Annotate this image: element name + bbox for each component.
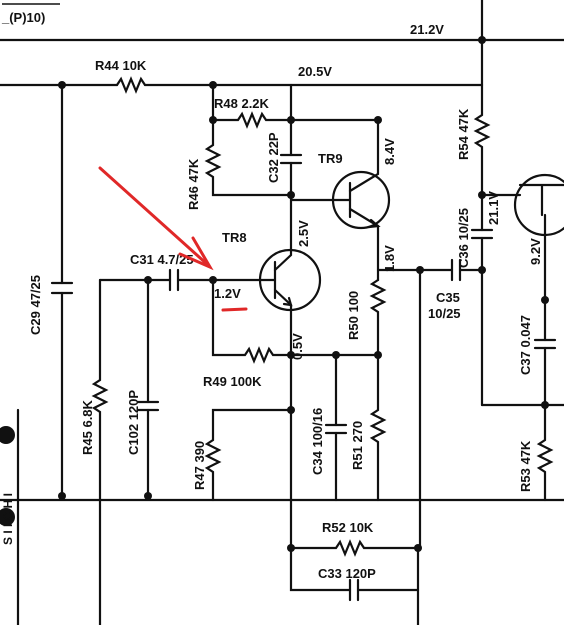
- r52-resistor: [289, 539, 420, 557]
- c102-ground-node: [144, 492, 152, 500]
- c35-label-a: C35: [436, 290, 460, 305]
- c33-label: C33 120P: [318, 566, 376, 581]
- c31-capacitor: [168, 268, 180, 292]
- tr9-collector-wire: [348, 118, 380, 193]
- c36-label: C36 10/25: [456, 208, 471, 268]
- c102-capacitor: [136, 400, 160, 412]
- r46-label: R46 47K: [186, 158, 201, 210]
- c32-label: C32 22P: [266, 132, 281, 183]
- tr9-emitter-voltage: 1.8V: [382, 245, 397, 272]
- c29-ground-node: [58, 492, 66, 500]
- c34-label: C34 100/16: [310, 408, 325, 475]
- r52-left-node: [287, 544, 295, 552]
- c35-right-node: [478, 266, 486, 274]
- r48-resistor: [211, 111, 293, 129]
- left-connector-top: [0, 426, 15, 444]
- tr8-collector-node: [287, 191, 295, 199]
- header-label: _(P)10): [1, 10, 45, 25]
- annotation-arrowhead: [178, 236, 214, 271]
- r49-label: R49 100K: [203, 374, 262, 389]
- c29-label: C29 47/25: [28, 275, 43, 335]
- r47-label: R47 390: [192, 441, 207, 490]
- r54-resistor: [473, 83, 491, 197]
- c29-capacitor: [50, 281, 74, 295]
- r44-resistor: [115, 76, 147, 94]
- r51-label: R51 270: [350, 421, 365, 470]
- tr8-base-voltage: 1.2V: [214, 286, 241, 301]
- rail-21v-label: 21.2V: [410, 22, 444, 37]
- c34-capacitor: [324, 423, 348, 435]
- r46-resistor: [204, 118, 293, 197]
- tr9-emitter-wire: [348, 207, 380, 282]
- c36-capacitor: [470, 228, 494, 240]
- r49-resistor: [211, 278, 293, 364]
- right-transistor-gate: [518, 183, 564, 217]
- r53-label: R53 47K: [518, 440, 533, 492]
- c37-capacitor: [533, 338, 557, 350]
- r52-label: R52 10K: [322, 520, 374, 535]
- c36-node-voltage: 21.1V: [486, 191, 501, 225]
- r45-label: R45 6.8K: [80, 399, 95, 455]
- c37-label: C37 0.047: [518, 315, 533, 375]
- c32-capacitor: [279, 153, 303, 165]
- r53-resistor: [536, 403, 554, 502]
- left-connector-bottom: [0, 508, 15, 526]
- c33-wires: [289, 546, 420, 592]
- side-text: S I I C H I: [1, 493, 15, 545]
- r48-label: R48 2.2K: [214, 96, 270, 111]
- tr8-label: TR8: [222, 230, 247, 245]
- tr8-emitter-arrow: [282, 296, 293, 307]
- right-transistor-voltage: 9.2V: [528, 238, 543, 265]
- annotation-underline: [221, 307, 248, 312]
- r45-resistor: [91, 278, 109, 625]
- r54-label: R54 47K: [456, 108, 471, 160]
- tr9-collector-voltage: 8.4V: [382, 138, 397, 165]
- tr9-label: TR9: [318, 151, 343, 166]
- r47-resistor: [204, 353, 293, 502]
- r50-resistor: [369, 278, 387, 357]
- annotation-arrow: [98, 166, 210, 267]
- c33-capacitor: [348, 578, 360, 602]
- tr8-collector-wire: [273, 246, 293, 272]
- rail-20v-label: 20.5V: [298, 64, 332, 79]
- c35-label-b: 10/25: [428, 306, 461, 321]
- r44-label: R44 10K: [95, 58, 147, 73]
- c31-label: C31 4.7/25: [130, 252, 194, 267]
- tr9-emitter-arrow: [367, 218, 381, 229]
- r50-label: R50 100: [346, 291, 361, 340]
- c102-label: C102 120P: [126, 390, 141, 455]
- r51-resistor: [369, 353, 387, 502]
- tr8-collector-voltage: 2.5V: [296, 220, 311, 247]
